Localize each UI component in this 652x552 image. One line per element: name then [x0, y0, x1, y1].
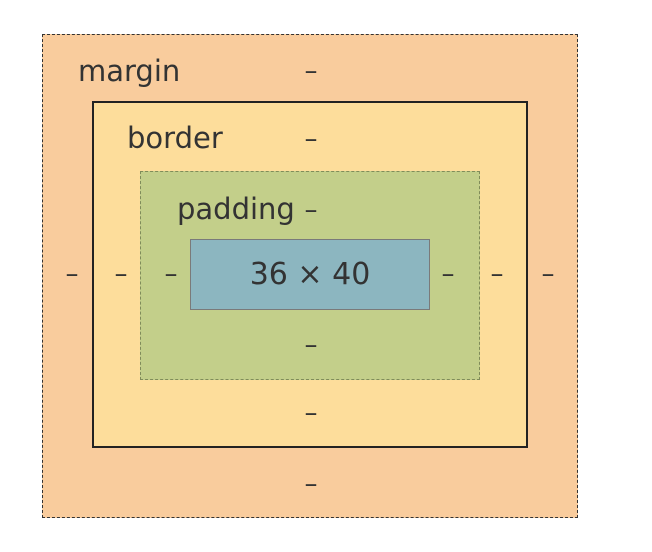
margin-top-value[interactable]: –	[304, 56, 318, 86]
padding-label: padding	[177, 192, 295, 226]
border-left-value[interactable]: –	[114, 259, 128, 289]
content-box[interactable]	[190, 239, 430, 310]
margin-right-value[interactable]: –	[541, 259, 555, 289]
margin-left-value[interactable]: –	[65, 259, 79, 289]
content-dimensions[interactable]: 36 × 40	[249, 257, 371, 292]
border-right-value[interactable]: –	[490, 259, 504, 289]
padding-right-value[interactable]: –	[441, 259, 455, 289]
padding-left-value[interactable]: –	[164, 259, 178, 289]
margin-bottom-value[interactable]: –	[304, 469, 318, 499]
margin-label: margin	[78, 54, 181, 88]
border-bottom-value[interactable]: –	[304, 398, 318, 428]
border-label: border	[127, 121, 223, 155]
padding-top-value[interactable]: –	[304, 195, 318, 225]
padding-bottom-value[interactable]: –	[304, 330, 318, 360]
border-top-value[interactable]: –	[304, 124, 318, 154]
